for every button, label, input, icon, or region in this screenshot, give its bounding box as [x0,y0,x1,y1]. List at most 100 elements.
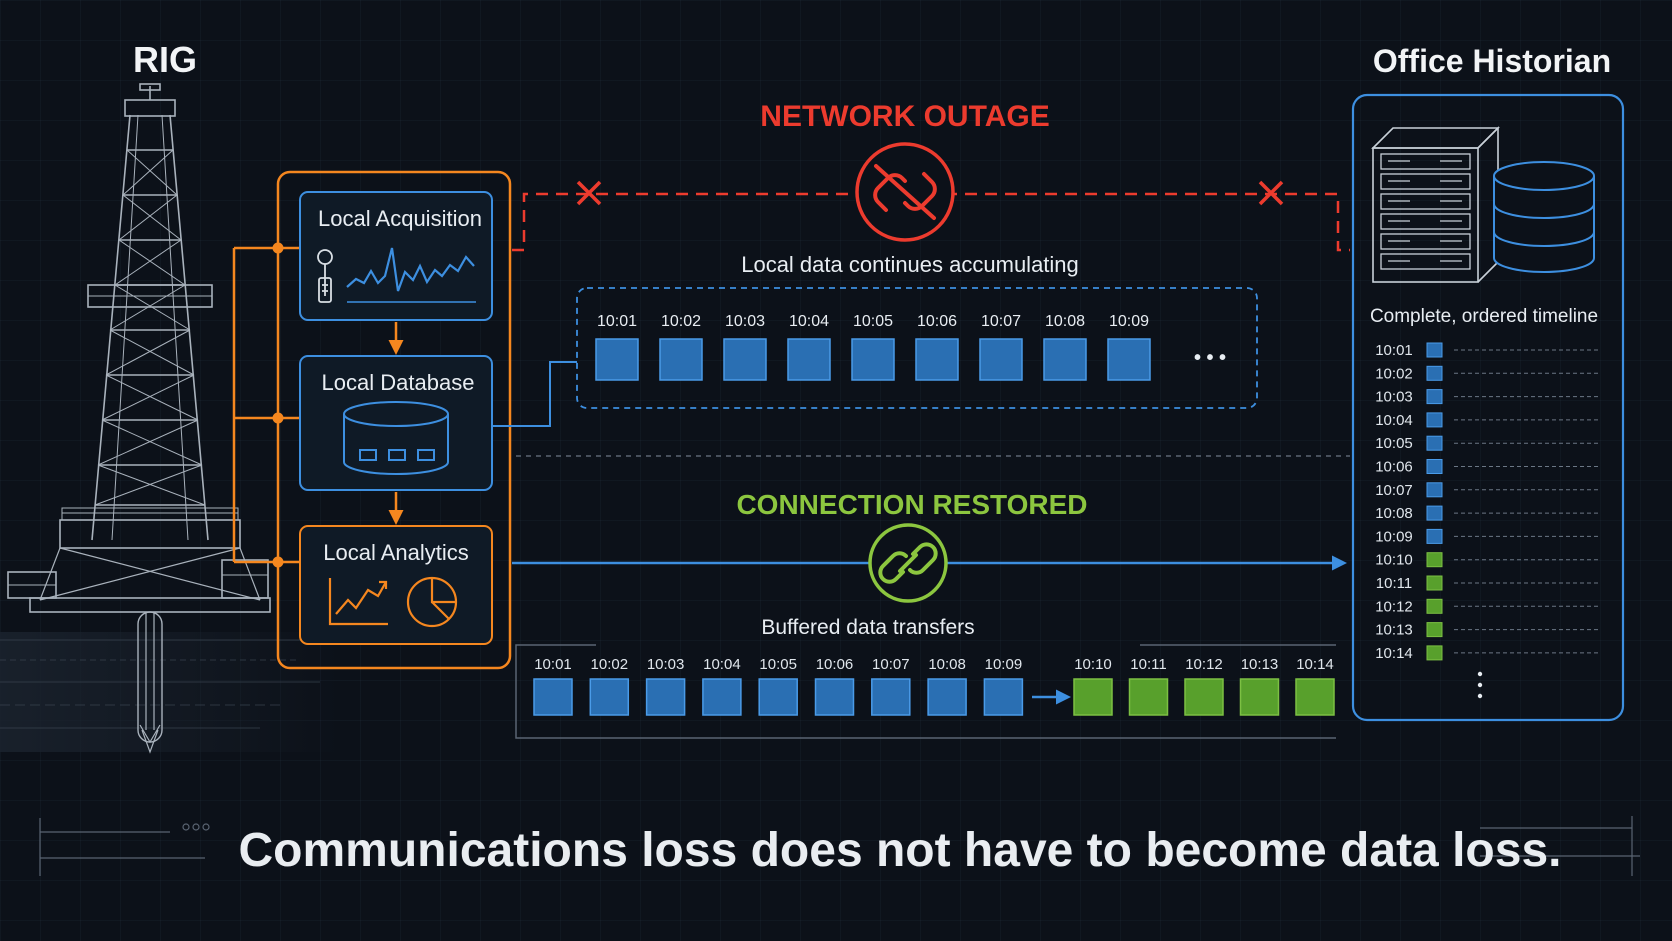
timeline-marker [1426,459,1443,474]
rig-stack-container [276,170,512,670]
outage-time-label: 10:03 [725,313,765,330]
outage-link-left [512,192,905,252]
timeline-time-label: 10:05 [1375,435,1413,452]
timeline-marker [1426,505,1443,521]
timeline-list: 10:0110:0210:0310:0410:0510:0610:0710:08… [1375,342,1598,662]
timeline-marker [1426,552,1443,568]
outage-time-label: 10:06 [917,313,957,330]
buffered-time-label: 10:06 [816,656,854,673]
outage-data-block [979,338,1023,381]
db-to-buffer-connector [492,361,577,427]
buffered-time-label: 10:01 [534,656,572,673]
local-analytics-box[interactable]: Local Analytics [299,525,493,645]
buffered-time-label: 10:09 [985,656,1023,673]
outage-caption: Local data continues accumulating [741,252,1079,277]
live-time-label: 10:11 [1130,656,1166,673]
network-outage-title: NETWORK OUTAGE [760,100,1049,133]
outage-time-label: 10:01 [597,313,637,330]
timeline-label: Complete, ordered timeline [1370,306,1598,327]
live-time-label: 10:12 [1185,656,1223,673]
outage-link-right [905,192,1350,252]
transfer-panel-bracket [515,644,1336,739]
buffered-time-label: 10:04 [703,656,741,673]
outage-time-label: 10:07 [981,313,1021,330]
buffered-data-block [702,678,742,716]
buffered-data-block [814,678,855,716]
timeline-time-label: 10:13 [1375,622,1413,639]
footer-tagline: Communications loss does not have to bec… [239,824,1562,877]
trend-chart-icon [328,578,388,626]
local-acquisition-box[interactable]: Local Acquisition [299,191,493,321]
database-cylinder-icon [343,401,449,475]
timeline-time-label: 10:14 [1375,645,1413,662]
timeline-time-label: 10:12 [1375,598,1413,615]
buffered-data-block [758,678,798,716]
local-database-box[interactable]: Local Database [299,355,493,491]
timeline-marker [1426,528,1443,544]
buffered-time-label: 10:07 [872,656,910,673]
buffered-data-block [645,678,686,716]
outage-data-block [1043,338,1087,381]
timeline-time-label: 10:11 [1376,575,1412,592]
timeline-marker [1426,342,1443,358]
timeline-time-label: 10:02 [1375,365,1413,382]
local-database-label: Local Database [322,370,475,395]
buffered-time-label: 10:02 [591,656,629,673]
outage-time-label: 10:04 [789,313,829,330]
connection-restored-title: CONNECTION RESTORED [736,489,1087,520]
outage-time-label: 10:02 [661,313,701,330]
database-stack-icon [1493,161,1595,273]
live-time-label: 10:14 [1296,656,1334,673]
timeline-marker [1426,435,1443,451]
office-historian-title: Office Historian [1373,43,1611,79]
timeline-marker [1426,598,1443,614]
timeline-marker [1426,645,1443,661]
buffered-data-block [533,678,573,716]
rig-title: RIG [133,39,197,80]
rig-bus [232,246,299,564]
link-icon [868,523,948,603]
outage-data-block [787,338,831,381]
buffered-data-block [927,678,967,716]
local-analytics-label: Local Analytics [323,540,469,565]
timeline-marker [1426,622,1443,638]
timeline-time-label: 10:06 [1375,459,1413,476]
timeline-marker [1426,412,1443,428]
pie-chart-icon [406,576,458,628]
local-acquisition-label: Local Acquisition [318,206,482,231]
timeline-marker [1426,575,1443,591]
outage-time-label: 10:05 [853,313,893,330]
timeline-time-label: 10:07 [1375,482,1413,499]
timeline-time-label: 10:08 [1375,505,1413,522]
live-time-label: 10:13 [1241,656,1279,673]
timeline-more-dots [1477,671,1483,699]
timeline-marker [1426,389,1443,405]
live-data-block [1128,678,1169,716]
outage-time-label: 10:09 [1109,313,1149,330]
outage-data-block [723,338,767,381]
office-historian-panel [1351,93,1625,722]
buffered-data-block [983,678,1024,716]
x-mark-icon [576,180,602,206]
thermometer-sensor-icon [317,249,333,303]
server-rack-icon [1371,126,1500,283]
outage-buffer-panel [576,287,1258,409]
outage-time-label: 10:08 [1045,313,1085,330]
outage-data-block [595,338,639,381]
broken-link-icon [855,142,955,242]
ground-strata [0,632,340,752]
outage-data-block [659,338,703,381]
buffered-time-label: 10:08 [928,656,966,673]
timeline-time-label: 10:10 [1375,552,1413,569]
timeline-marker [1426,365,1443,381]
outage-data-block [1107,338,1151,381]
waveform-icon [346,247,475,292]
timeline-marker [1426,482,1443,498]
outage-data-block [915,338,959,381]
buffered-data-block [589,678,630,716]
more-dots: • • • [1194,347,1226,369]
buffered-time-label: 10:03 [647,656,685,673]
